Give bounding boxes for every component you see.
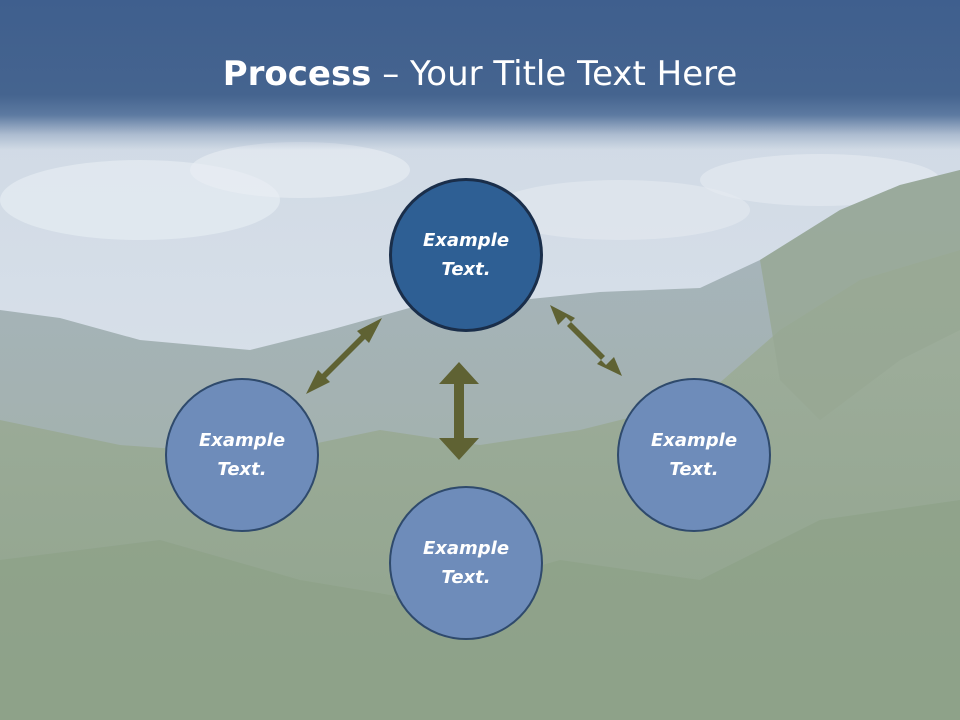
node-top-text-line1: Example <box>422 230 510 251</box>
title-banner: Process – Your Title Text Here <box>0 0 960 150</box>
slide-title: Process – Your Title Text Here <box>0 52 960 96</box>
slide-title-bold: Process <box>222 54 372 94</box>
slide-title-rest: – Your Title Text Here <box>371 54 738 94</box>
node-right-text-line1: Example <box>650 430 738 451</box>
double-arrow-vertical <box>439 362 479 460</box>
diagram-node-right: Example Text. <box>617 378 771 532</box>
diagram-node-left: Example Text. <box>165 378 319 532</box>
node-bottom-text-line2: Text. <box>441 567 491 588</box>
double-arrow-top-left <box>306 318 382 394</box>
diagram-node-top: Example Text. <box>389 178 543 332</box>
double-arrow-top-right <box>550 305 622 376</box>
diagram-node-bottom: Example Text. <box>389 486 543 640</box>
node-left-text-line2: Text. <box>217 459 267 480</box>
node-right-text-line2: Text. <box>669 459 719 480</box>
node-left-text-line1: Example <box>198 430 286 451</box>
node-top-text-line2: Text. <box>441 259 491 280</box>
node-bottom-text-line1: Example <box>422 538 510 559</box>
